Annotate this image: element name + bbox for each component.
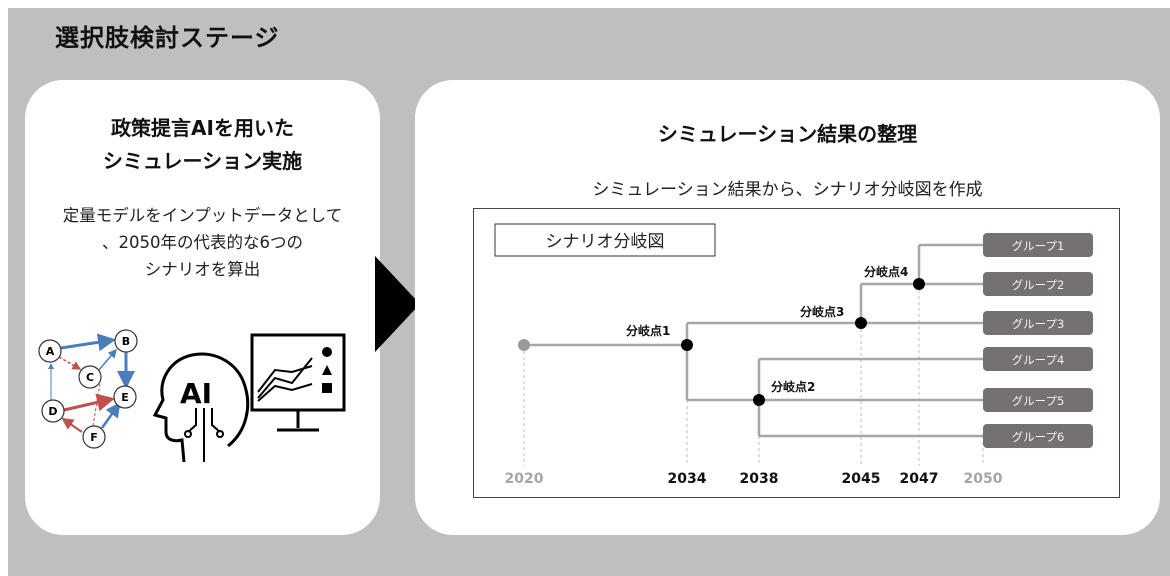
flow-arrow bbox=[375, 256, 420, 352]
left-title-line2: シミュレーション実施 bbox=[102, 149, 303, 173]
branch-node-2 bbox=[753, 394, 765, 406]
left-panel-description: 定量モデルをインプットデータとして 、2050年の代表的な6つの シナリオを算出 bbox=[25, 202, 380, 283]
group-box-5: グループ5 bbox=[983, 388, 1093, 412]
group-box-4: グループ4 bbox=[983, 347, 1093, 371]
svg-text:グループ3: グループ3 bbox=[1012, 317, 1065, 331]
group-box-3: グループ3 bbox=[983, 311, 1093, 335]
diagram-label: シナリオ分岐図 bbox=[494, 223, 716, 257]
right-panel-title: シミュレーション結果の整理 bbox=[657, 122, 918, 146]
branch-label-2: 分岐点2 bbox=[771, 379, 815, 394]
svg-text:グループ5: グループ5 bbox=[1012, 394, 1065, 408]
svg-text:グループ6: グループ6 bbox=[1012, 430, 1065, 444]
svg-text:グループ4: グループ4 bbox=[1012, 353, 1065, 367]
year-label-2045: 2045 bbox=[842, 471, 881, 487]
year-label-2050: 2050 bbox=[964, 471, 1003, 487]
branch-node-4 bbox=[913, 278, 925, 290]
svg-text:シナリオ分岐図: シナリオ分岐図 bbox=[546, 232, 665, 252]
desc-line3: シナリオを算出 bbox=[144, 260, 261, 279]
stage-title: 選択肢検討ステージ bbox=[55, 24, 280, 52]
year-label-2047: 2047 bbox=[900, 471, 939, 487]
year-label-2034: 2034 bbox=[668, 471, 707, 487]
desc-line2: 、2050年の代表的な6つの bbox=[102, 233, 303, 252]
group-box-2: グループ2 bbox=[983, 272, 1093, 296]
year-label-2038: 2038 bbox=[740, 471, 779, 487]
branch-label-3: 分岐点3 bbox=[800, 304, 844, 319]
year-guides bbox=[523, 284, 984, 466]
branch-label-1: 分岐点1 bbox=[626, 323, 670, 338]
right-panel-subtitle: シミュレーション結果から、シナリオ分岐図を作成 bbox=[592, 180, 983, 200]
year-label-2020: 2020 bbox=[505, 471, 544, 487]
branch-label-4: 分岐点4 bbox=[864, 264, 908, 279]
desc-line1: 定量モデルをインプットデータとして bbox=[62, 206, 343, 225]
group-box-6: グループ6 bbox=[983, 424, 1093, 448]
left-title-line1: 政策提言AIを用いた bbox=[111, 116, 294, 140]
branch-node-1 bbox=[681, 339, 693, 351]
svg-text:グループ1: グループ1 bbox=[1012, 239, 1065, 253]
start-node bbox=[518, 339, 530, 351]
left-panel-title: 政策提言AIを用いた シミュレーション実施 bbox=[25, 112, 380, 178]
group-box-1: グループ1 bbox=[983, 233, 1093, 257]
svg-text:グループ2: グループ2 bbox=[1012, 278, 1065, 292]
branch-node-3 bbox=[855, 317, 867, 329]
branch-lines bbox=[524, 243, 983, 438]
